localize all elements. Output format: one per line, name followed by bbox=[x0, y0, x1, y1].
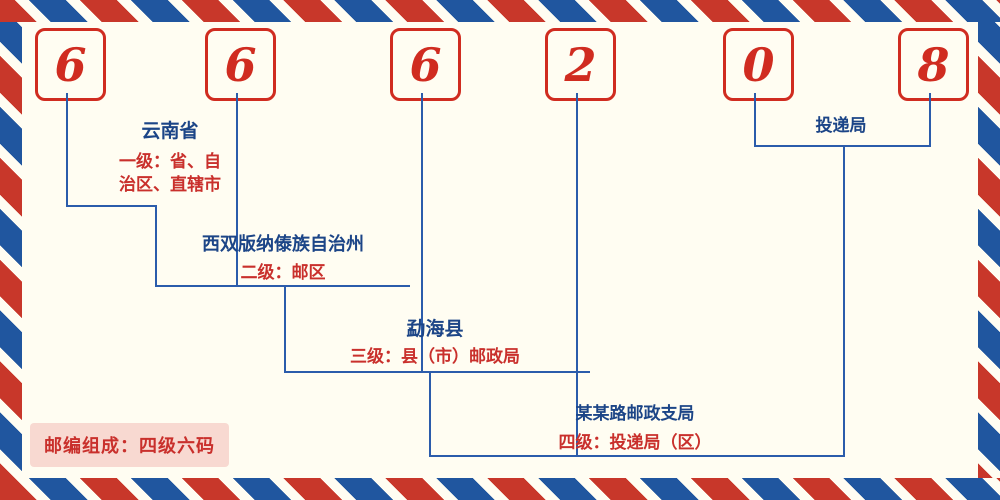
digit-box-5: 0 bbox=[723, 28, 794, 101]
connector-line bbox=[155, 285, 410, 287]
connector-line bbox=[421, 93, 423, 373]
digit-box-3: 6 bbox=[390, 28, 461, 101]
connector-line bbox=[66, 93, 68, 207]
level3-title: 勐海县 bbox=[406, 318, 464, 340]
connector-line bbox=[754, 93, 756, 147]
level2-title: 西双版纳傣族自治州 bbox=[202, 234, 364, 255]
border-stripe-left bbox=[0, 0, 22, 500]
level3-desc: 三级：县（市）邮政局 bbox=[350, 347, 520, 367]
delivery-office-title: 投递局 bbox=[815, 116, 867, 136]
connector-line bbox=[429, 455, 845, 457]
connector-line bbox=[284, 371, 590, 373]
connector-line bbox=[754, 145, 931, 147]
level4-desc: 四级：投递局（区） bbox=[558, 433, 712, 453]
connector-line bbox=[843, 145, 845, 457]
digit-box-1: 6 bbox=[35, 28, 106, 101]
composition-note: 邮编组成：四级六码 bbox=[30, 423, 229, 467]
connector-line bbox=[929, 93, 931, 147]
digit-box-4: 2 bbox=[545, 28, 616, 101]
digit-box-2: 6 bbox=[205, 28, 276, 101]
connector-line bbox=[236, 93, 238, 287]
level1-desc-line1: 一级：省、自 bbox=[119, 152, 221, 172]
connector-line bbox=[155, 205, 157, 287]
connector-line bbox=[284, 285, 286, 373]
connector-line bbox=[576, 93, 578, 457]
level1-title: 云南省 bbox=[141, 120, 199, 142]
border-stripe-right bbox=[978, 0, 1000, 500]
border-stripe-bottom bbox=[0, 478, 1000, 500]
digit-box-6: 8 bbox=[898, 28, 969, 101]
level1-desc-line2: 治区、直辖市 bbox=[119, 175, 221, 195]
connector-line bbox=[66, 205, 157, 207]
level2-desc: 二级：邮区 bbox=[240, 263, 326, 283]
border-stripe-top bbox=[0, 0, 1000, 22]
connector-line bbox=[429, 371, 431, 457]
level4-title: 某某路邮政支局 bbox=[575, 404, 695, 424]
